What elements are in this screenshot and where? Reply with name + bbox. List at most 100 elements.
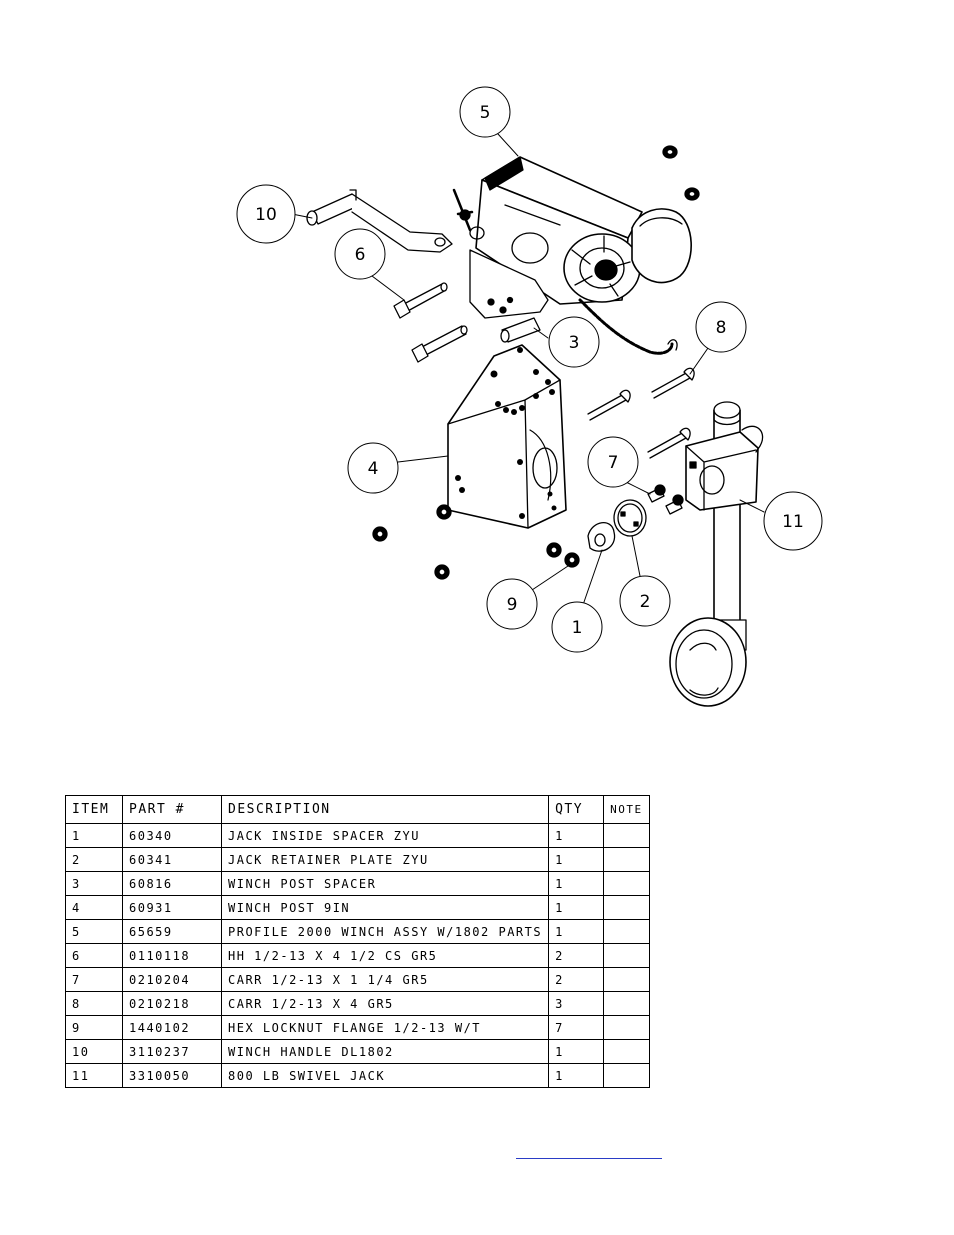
note-cell <box>603 991 650 1016</box>
table-header-row: ITEM PART # DESCRIPTION QTY NOTE <box>65 795 650 824</box>
column-header-item: ITEM <box>65 795 123 824</box>
item-cell: 7 <box>65 967 123 992</box>
description-cell: CARR 1/2-13 X 4 GR5 <box>220 991 550 1016</box>
svg-text:7: 7 <box>608 453 619 473</box>
callout-3: 3 <box>533 316 600 368</box>
note-cell <box>603 871 650 896</box>
callout-7: 7 <box>587 436 651 495</box>
hex-head-bolt-part <box>393 282 468 363</box>
column-header-qty: QTY <box>548 795 605 824</box>
qty-cell: 2 <box>548 967 605 992</box>
svg-text:10: 10 <box>255 205 277 225</box>
short-carriage-bolt-part <box>647 484 684 515</box>
svg-text:11: 11 <box>782 512 804 532</box>
part-number-cell: 60340 <box>122 823 222 848</box>
part-number-cell: 3110237 <box>122 1039 222 1064</box>
callout-1: 1 <box>551 549 603 653</box>
svg-text:4: 4 <box>368 459 379 479</box>
callout-4: 4 <box>347 442 449 494</box>
svg-text:2: 2 <box>640 592 651 612</box>
winch-handle-part <box>306 189 453 253</box>
hex-locknut-part <box>372 504 580 580</box>
part-number-cell: 0210204 <box>122 967 222 992</box>
qty-cell: 1 <box>548 1039 605 1064</box>
exploded-assembly-diagram: 5 10 6 3 8 4 7 <box>236 86 823 707</box>
note-cell <box>603 1015 650 1040</box>
note-cell <box>603 1039 650 1064</box>
description-cell: HH 1/2-13 X 4 1/2 CS GR5 <box>220 943 550 968</box>
description-cell: WINCH HANDLE DL1802 <box>220 1039 550 1064</box>
description-cell: JACK RETAINER PLATE ZYU <box>220 847 550 872</box>
note-cell <box>603 1063 650 1088</box>
item-cell: 4 <box>65 895 123 920</box>
note-cell <box>603 967 650 992</box>
note-cell <box>603 895 650 920</box>
description-cell: HEX LOCKNUT FLANGE 1/2-13 W/T <box>220 1015 550 1040</box>
description-cell: JACK INSIDE SPACER ZYU <box>220 823 550 848</box>
callout-11: 11 <box>739 491 823 551</box>
item-cell: 6 <box>65 943 123 968</box>
callout-8: 8 <box>689 301 747 375</box>
svg-text:9: 9 <box>507 595 518 615</box>
item-cell: 5 <box>65 919 123 944</box>
part-number-cell: 65659 <box>122 919 222 944</box>
qty-cell: 1 <box>548 823 605 848</box>
qty-cell: 1 <box>548 1063 605 1088</box>
callout-5: 5 <box>459 86 519 157</box>
note-cell <box>603 823 650 848</box>
svg-text:1: 1 <box>572 618 583 638</box>
item-cell: 3 <box>65 871 123 896</box>
winch-assembly-part <box>452 156 692 355</box>
svg-text:5: 5 <box>480 103 491 123</box>
svg-text:8: 8 <box>716 318 727 338</box>
qty-cell: 1 <box>548 847 605 872</box>
qty-cell: 1 <box>548 871 605 896</box>
item-cell: 1 <box>65 823 123 848</box>
winch-post-spacer-part <box>500 317 541 343</box>
callout-2: 2 <box>619 535 671 627</box>
item-cell: 11 <box>65 1063 123 1088</box>
description-cell: WINCH POST 9IN <box>220 895 550 920</box>
description-cell: PROFILE 2000 WINCH ASSY W/1802 PARTS <box>220 919 550 944</box>
column-header-description: DESCRIPTION <box>220 795 550 824</box>
swivel-jack-part <box>669 401 764 707</box>
svg-text:3: 3 <box>569 333 580 353</box>
footer-link-underline[interactable] <box>516 1158 662 1159</box>
note-cell <box>603 847 650 872</box>
svg-text:6: 6 <box>355 245 366 265</box>
qty-cell: 2 <box>548 943 605 968</box>
jack-inside-spacer-part <box>587 522 616 552</box>
qty-cell: 1 <box>548 919 605 944</box>
part-number-cell: 60341 <box>122 847 222 872</box>
hex-locknut-part <box>662 145 700 201</box>
item-cell: 10 <box>65 1039 123 1064</box>
column-header-part-number: PART # <box>122 795 222 824</box>
note-cell <box>603 943 650 968</box>
item-cell: 9 <box>65 1015 123 1040</box>
jack-retainer-plate-part <box>613 499 647 537</box>
part-number-cell: 60816 <box>122 871 222 896</box>
callout-10: 10 <box>236 184 313 244</box>
part-number-cell: 0210218 <box>122 991 222 1016</box>
note-cell <box>603 919 650 944</box>
item-cell: 8 <box>65 991 123 1016</box>
part-number-cell: 1440102 <box>122 1015 222 1040</box>
description-cell: 800 LB SWIVEL JACK <box>220 1063 550 1088</box>
part-number-cell: 60931 <box>122 895 222 920</box>
qty-cell: 3 <box>548 991 605 1016</box>
callout-6: 6 <box>334 228 405 301</box>
part-number-cell: 3310050 <box>122 1063 222 1088</box>
part-number-cell: 0110118 <box>122 943 222 968</box>
description-cell: WINCH POST SPACER <box>220 871 550 896</box>
callout-9: 9 <box>486 565 569 630</box>
